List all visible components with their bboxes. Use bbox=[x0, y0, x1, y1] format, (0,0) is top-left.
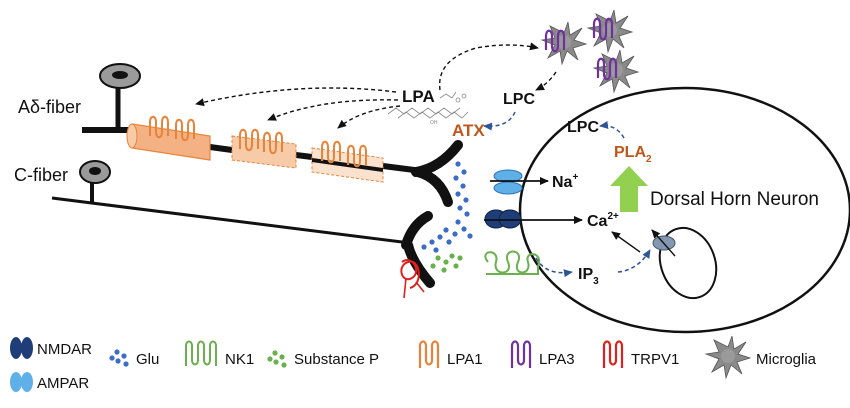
c-fiber bbox=[51, 160, 435, 299]
legend-nk1: NK1 bbox=[185, 340, 254, 368]
legend-substance-p-label: Substance P bbox=[294, 351, 379, 368]
legend-substance-p: Substance P bbox=[267, 350, 379, 368]
substance-p-release bbox=[430, 253, 463, 273]
atx-label: ATX bbox=[452, 121, 485, 140]
legend-microglia-icon bbox=[705, 335, 751, 379]
ca-ion-label: Ca2+ bbox=[587, 211, 619, 230]
dorsal-horn-neuron bbox=[518, 86, 850, 334]
pla2-label: PLA2 bbox=[614, 144, 652, 165]
legend-lpa1-label: LPA1 bbox=[447, 351, 483, 368]
legend-trpv1-label: TRPV1 bbox=[631, 351, 679, 368]
lpc-top-label: LPC bbox=[503, 91, 535, 108]
a-delta-fiber-label: Aδ-fiber bbox=[18, 97, 81, 117]
svg-text:OH: OH bbox=[430, 120, 438, 126]
microglia-cluster bbox=[541, 9, 639, 93]
legend-ampar-label: AMPAR bbox=[37, 375, 89, 392]
legend-trpv1: TRPV1 bbox=[602, 340, 679, 368]
lpa-molecule-structure: OH bbox=[387, 91, 469, 126]
nmdar-receptor-icon bbox=[484, 209, 522, 229]
legend-glu-label: Glu bbox=[136, 351, 159, 368]
a-delta-terminal bbox=[411, 140, 463, 177]
legend-ampar: AMPAR bbox=[10, 372, 89, 392]
legend-microglia: Microglia bbox=[705, 335, 817, 379]
ip3-label: IP3 bbox=[578, 266, 599, 287]
pla2-activation-arrow bbox=[610, 166, 648, 212]
legend-lpa3-label: LPA3 bbox=[539, 351, 575, 368]
nk1-receptor-icon bbox=[484, 250, 541, 275]
glutamate-release bbox=[421, 161, 473, 253]
legend-lpa1: LPA1 bbox=[418, 340, 483, 368]
lpa-label: LPA bbox=[402, 87, 435, 106]
legend-glu: Glu bbox=[109, 349, 159, 368]
trpv1-channel-icon bbox=[400, 259, 425, 299]
legend-nmdar: NMDAR bbox=[10, 337, 92, 359]
neuron-label: Dorsal Horn Neuron bbox=[650, 189, 819, 210]
ampar-receptor-icon bbox=[493, 169, 523, 195]
legend-lpa3: LPA3 bbox=[510, 340, 575, 368]
legend-nmdar-label: NMDAR bbox=[37, 341, 92, 358]
lpc-neuron-label: LPC bbox=[567, 119, 599, 136]
legend-nk1-label: NK1 bbox=[225, 351, 254, 368]
legend-microglia-label: Microglia bbox=[756, 351, 817, 368]
c-fiber-label: C-fiber bbox=[14, 165, 68, 185]
myelin-segment bbox=[131, 123, 211, 161]
na-ion-label: Na+ bbox=[552, 172, 578, 191]
a-delta-fiber bbox=[82, 63, 463, 207]
legend: NMDAR AMPAR Glu NK1 Substance P bbox=[10, 335, 817, 392]
